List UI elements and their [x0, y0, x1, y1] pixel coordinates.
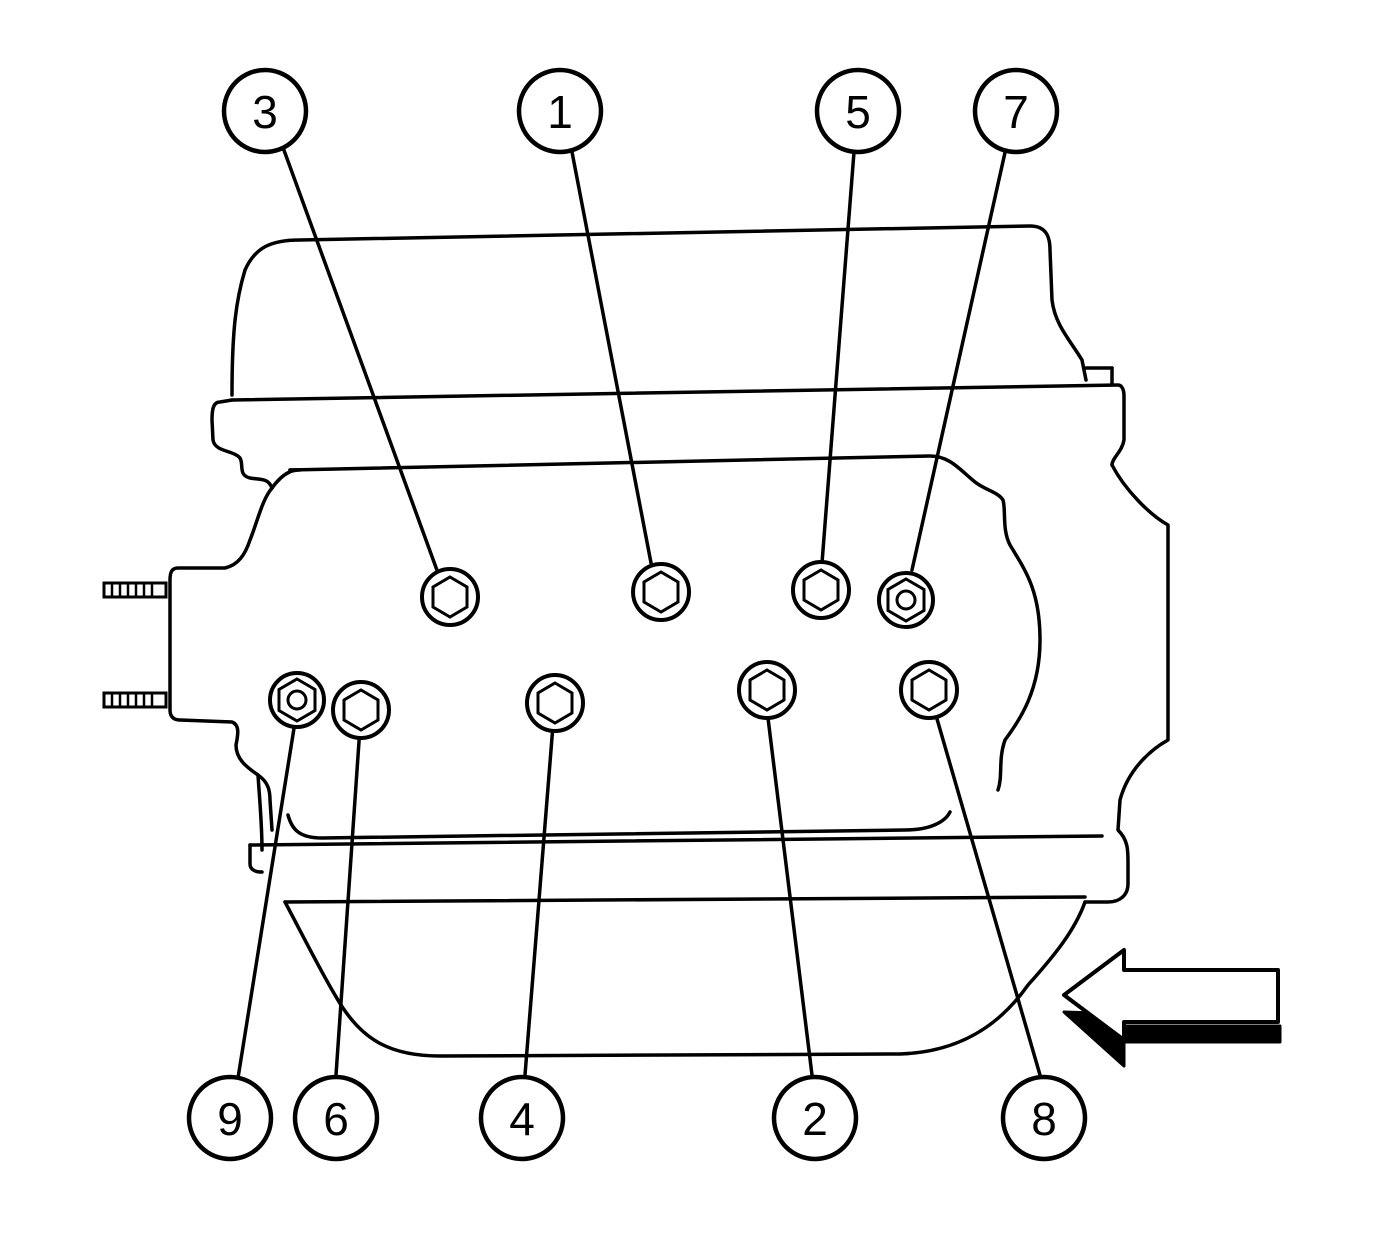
- callout-4-label: 4: [509, 1093, 535, 1145]
- callout-3: 3: [221, 67, 309, 155]
- callout-7: 7: [972, 67, 1060, 155]
- leader-4: [523, 723, 555, 1077]
- stud-nut-7: [877, 571, 935, 629]
- leader-1: [570, 150, 654, 570]
- arrow-left-icon: [1062, 948, 1282, 1068]
- callout-4: 4: [478, 1074, 566, 1162]
- callout-1: 1: [516, 67, 604, 155]
- stud-upper: [102, 581, 168, 599]
- callout-3-label: 3: [252, 86, 278, 138]
- stud-nut-9: [268, 671, 326, 729]
- callout-7-label: 7: [1003, 86, 1029, 138]
- bolt-4: [525, 673, 585, 733]
- callout-1-label: 1: [547, 86, 573, 138]
- leader-3: [279, 140, 440, 575]
- callout-2-label: 2: [802, 1093, 828, 1145]
- leader-7: [910, 146, 1008, 572]
- leader-6: [334, 725, 362, 1077]
- bolt-1: [631, 562, 691, 622]
- callout-9: 9: [186, 1074, 274, 1162]
- callout-5: 5: [814, 67, 902, 155]
- callout-6-label: 6: [323, 1093, 349, 1145]
- leader-lines: [236, 140, 1042, 1080]
- housing-outline: [168, 224, 1170, 1058]
- callout-5-label: 5: [845, 86, 871, 138]
- callout-8: 8: [1000, 1074, 1088, 1162]
- callout-9-label: 9: [217, 1093, 243, 1145]
- callout-6: 6: [292, 1074, 380, 1162]
- bolt-2: [737, 660, 797, 720]
- leader-8: [933, 710, 1042, 1077]
- stud-lower: [102, 691, 168, 709]
- bolt-6: [331, 680, 391, 740]
- leader-9: [236, 720, 297, 1080]
- callout-2: 2: [771, 1074, 859, 1162]
- bolt-8: [899, 660, 959, 720]
- bolt-5: [791, 560, 851, 620]
- leader-5: [820, 150, 856, 565]
- callout-8-label: 8: [1031, 1093, 1057, 1145]
- leader-2: [766, 716, 814, 1077]
- bolt-3: [420, 567, 480, 627]
